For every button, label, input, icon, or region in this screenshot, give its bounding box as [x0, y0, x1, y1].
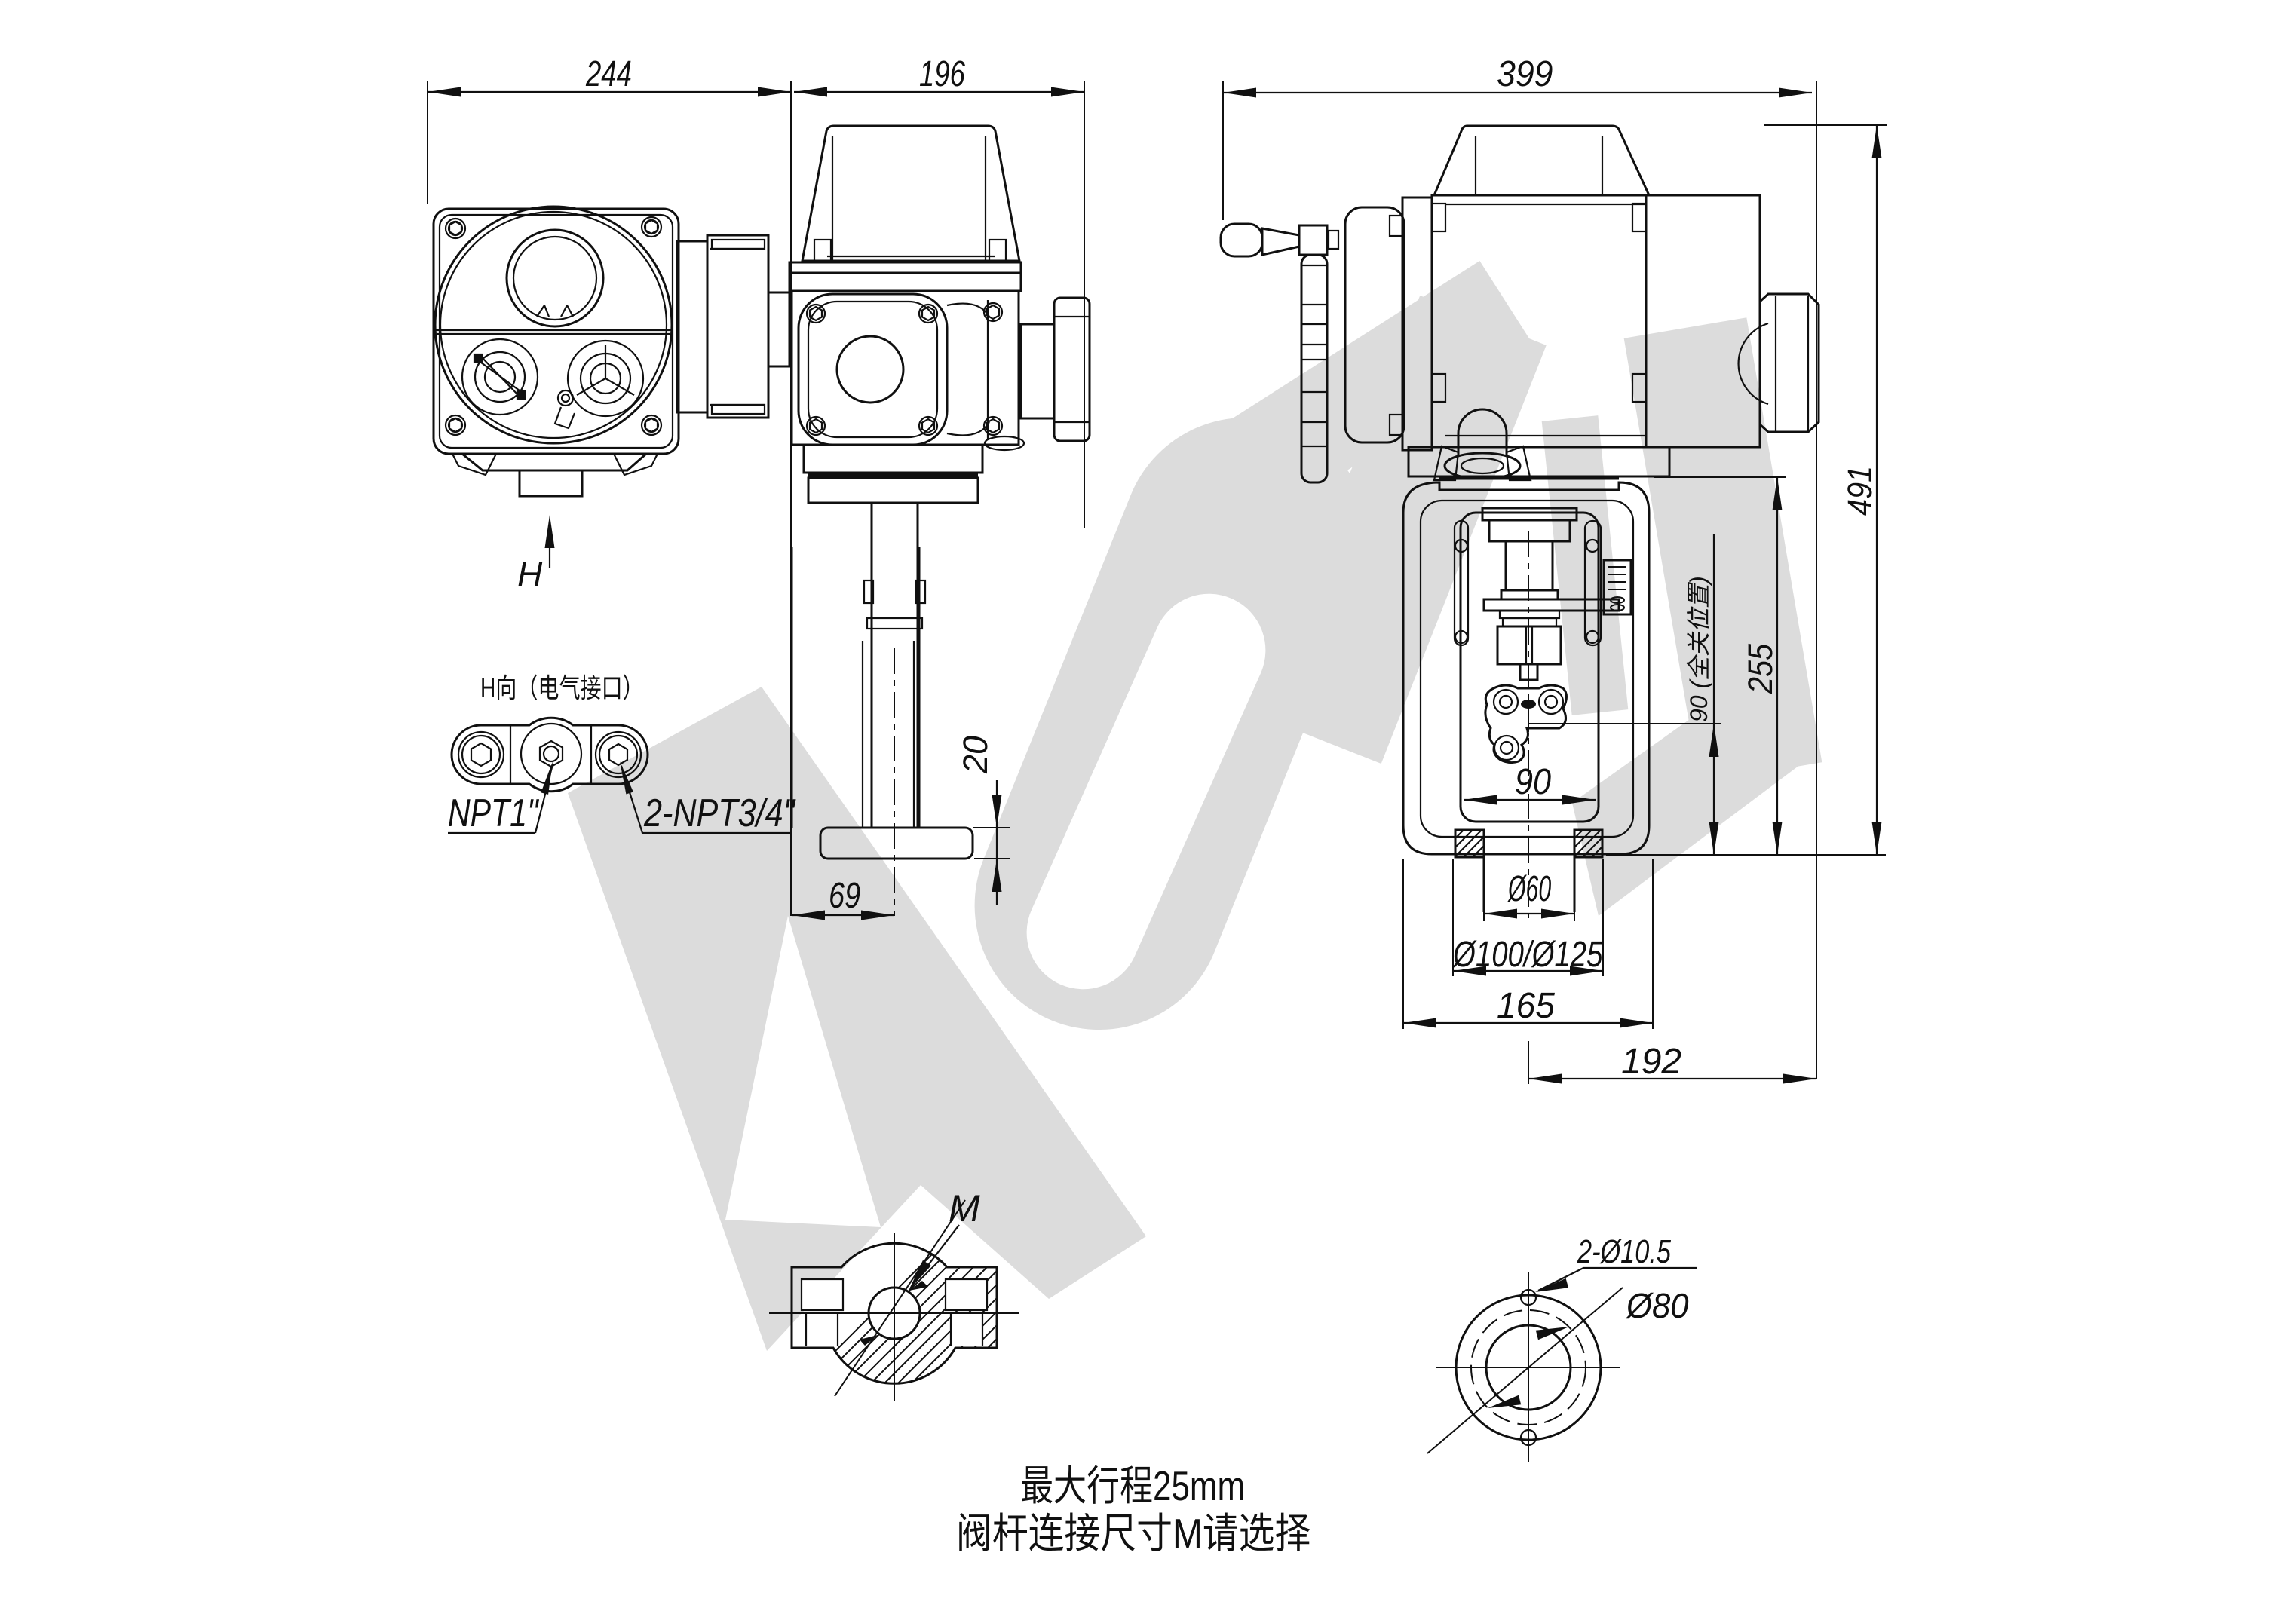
svg-text:2-Ø10.5: 2-Ø10.5	[1577, 1233, 1672, 1270]
svg-text:90: 90	[1515, 761, 1552, 802]
svg-text:399: 399	[1497, 54, 1553, 94]
svg-text:165: 165	[1497, 985, 1556, 1025]
svg-text:69: 69	[829, 876, 860, 916]
svg-text:196: 196	[919, 54, 965, 94]
svg-text:H向（电气接口）: H向（电气接口）	[480, 673, 644, 703]
svg-text:NPT1": NPT1"	[448, 791, 540, 834]
svg-text:最大行程25mm: 最大行程25mm	[1020, 1462, 1245, 1509]
svg-text:90 (全关位置): 90 (全关位置)	[1685, 576, 1712, 722]
svg-text:Ø80: Ø80	[1625, 1286, 1689, 1325]
svg-text:H: H	[517, 555, 543, 594]
svg-text:192: 192	[1621, 1042, 1681, 1082]
svg-text:491: 491	[1841, 466, 1879, 516]
svg-text:20: 20	[956, 736, 995, 774]
svg-text:255: 255	[1742, 644, 1779, 694]
svg-text:2-NPT3/4": 2-NPT3/4"	[643, 792, 796, 835]
svg-text:244: 244	[585, 54, 632, 94]
svg-text:Ø100/Ø125: Ø100/Ø125	[1451, 935, 1603, 975]
svg-text:Ø60: Ø60	[1507, 869, 1551, 909]
svg-text:阀杆连接尺寸M请选择: 阀杆连接尺寸M请选择	[956, 1510, 1310, 1557]
svg-text:M: M	[949, 1187, 980, 1229]
